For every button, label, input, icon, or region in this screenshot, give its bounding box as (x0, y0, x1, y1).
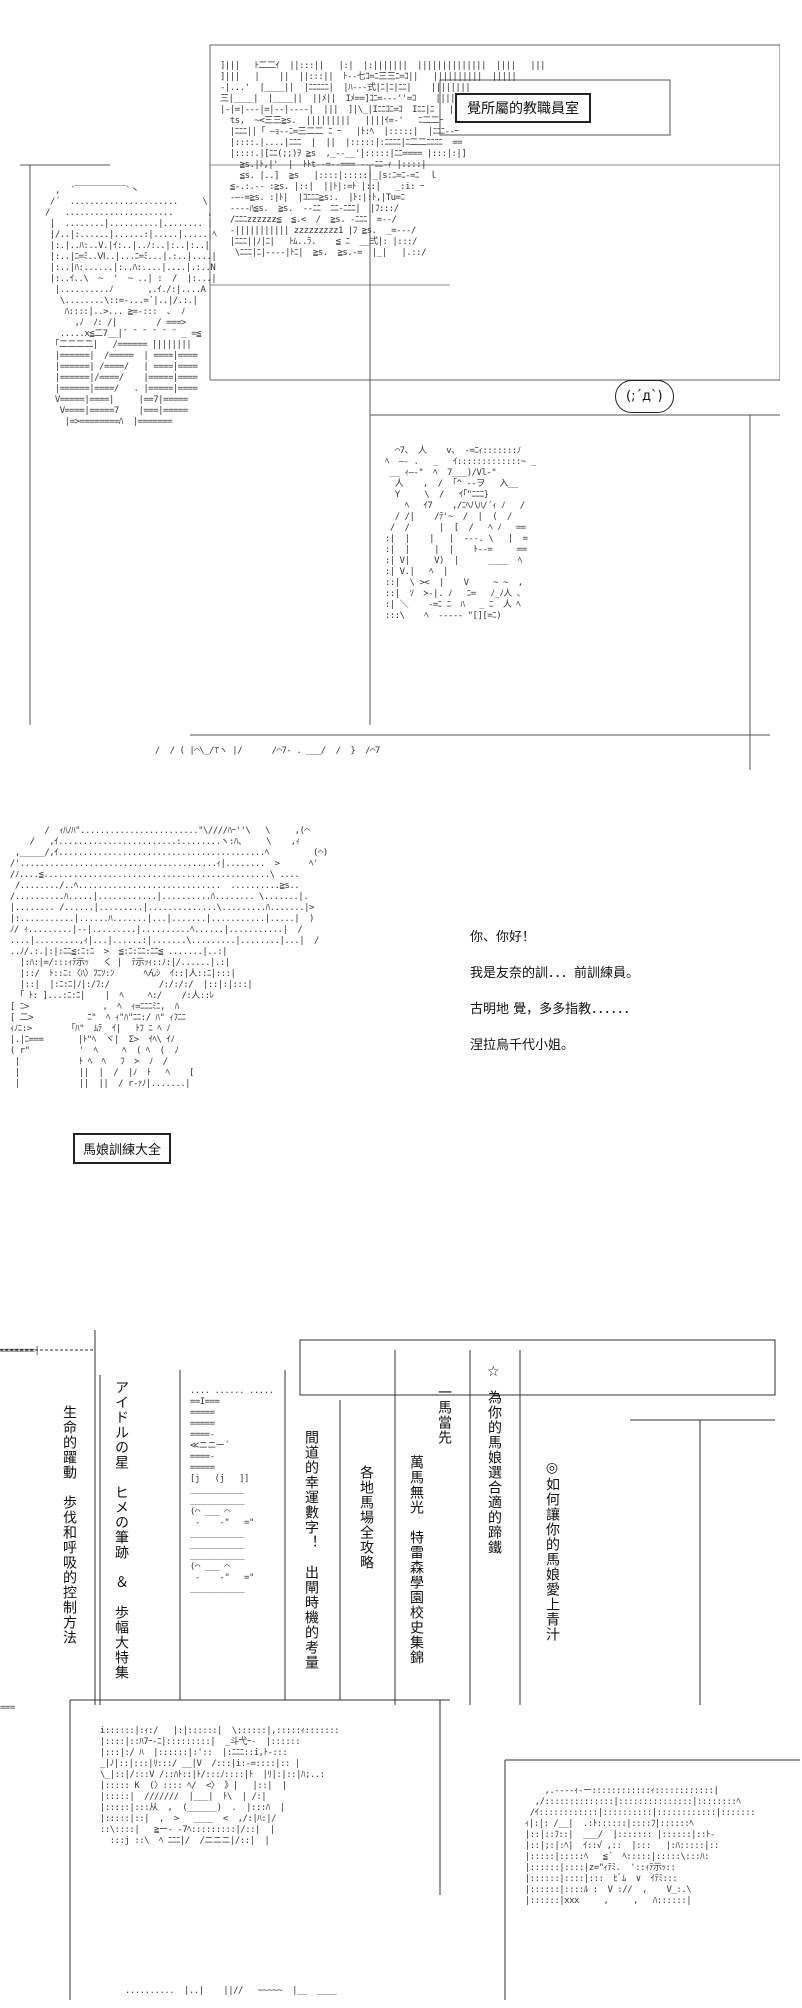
book-spine-3: 間道的幸運數字！ 出閘時機的考量 (303, 1430, 319, 1670)
book-spine-8: ◎如何讓你的馬娘愛上青汁 (544, 1460, 560, 1642)
book-title-text: 馬娘訓練大全 (83, 1143, 162, 1158)
door-sign: 覺所屬的教職員室 (455, 93, 591, 123)
book-spine-5: 萬馬無光 特雷森學園校史集錦 (408, 1455, 424, 1665)
dialog-line: 我是友奈的訓．．．前訓練員。 (470, 966, 640, 981)
speech-bubble: (;´д`) (615, 380, 674, 413)
shelf-top-left-decor: =======| (0, 1346, 40, 1356)
panel-staff-room-lines (20, 44, 780, 770)
shelf-bottom-right-art: ,.---‐ｨ‐ー::::::::::::ｨ::::::::::::| ,/::… (524, 1786, 756, 1906)
star-mark: ☆ (487, 1364, 500, 1380)
dialog-line: 涅拉烏千代小姐。 (470, 1038, 575, 1053)
panel-bottom-edge: / / ( |⌒\_/⊤ヽ |/ /⌒7‐ . ___/ / } /⌒7 (154, 746, 380, 756)
introduction-dialog: 你、你好！ 我是友奈的訓．．．前訓練員。 古明地 覺，多多指教．．．．．． 涅拉… (470, 920, 639, 1064)
panel-introduction: / ｨﾊﾉﾊ"........................"\////ﾊｰ'… (0, 815, 802, 1285)
book-spine-4: 各地馬場全攻略 (358, 1465, 374, 1570)
shelf-bottom-left-decor: === (0, 1703, 15, 1713)
book-spine-2: アイドルの星 ヒメの筆跡 ＆ 歩幅大特集 (113, 1380, 129, 1680)
panel-staff-room: , ´￣￣￣￣￣￣`丶 /´ ...................... \ … (10, 35, 780, 770)
panel-bookshelf: =======| 生命的躍動 歩伐和呼吸的控制方法 アイドルの星 ヒメの筆跡 ＆… (0, 1320, 802, 2000)
decorated-book-spine: .... ...... ..... ==I=== ===== ===== ===… (189, 1386, 274, 1594)
horse-character-ascii-art: ⌒7、 人 v、 -=ﾆｨ:::::::ﾉ ﾍ ―‐ . _ ｲ::::::::… (384, 446, 536, 621)
book-spine-6: 一馬當先 (436, 1385, 452, 1445)
door-sign-text: 覺所屬的教職員室 (467, 101, 579, 117)
dialog-line: 古明地 覺，多多指教．．．．．． (470, 1002, 637, 1017)
shelf-bottom-art: i::::::|:ｨ:/ |:|::::::| \::::::|,:::::ｨ:… (99, 1726, 340, 1846)
book-spine-7: 為你的馬娘選合適的蹄鐵 (486, 1390, 502, 1555)
bookshelf-frame-lines (0, 1330, 800, 2000)
book-spine-1: 生命的躍動 歩伐和呼吸的控制方法 (61, 1405, 77, 1645)
trainer-ascii-art: / ｨﾊﾉﾊ"........................"\////ﾊｰ'… (9, 826, 328, 1089)
speech-bubble-text: (;´д`) (626, 389, 663, 404)
bookshelf-ascii-art: ]||| ﾄ二二ｲ ||:::|| |:| |:||||||| ||||||||… (220, 61, 546, 258)
book-title-sign: 馬娘訓練大全 (73, 1133, 172, 1164)
shelf-bottom-edge: .......... |..| ||// ~~~~~ |__ ____ (124, 1986, 337, 1996)
dialog-line: 你、你好！ (470, 930, 536, 945)
character-ascii-art: , ´￣￣￣￣￣￣`丶 /´ ...................... \ … (45, 186, 217, 427)
